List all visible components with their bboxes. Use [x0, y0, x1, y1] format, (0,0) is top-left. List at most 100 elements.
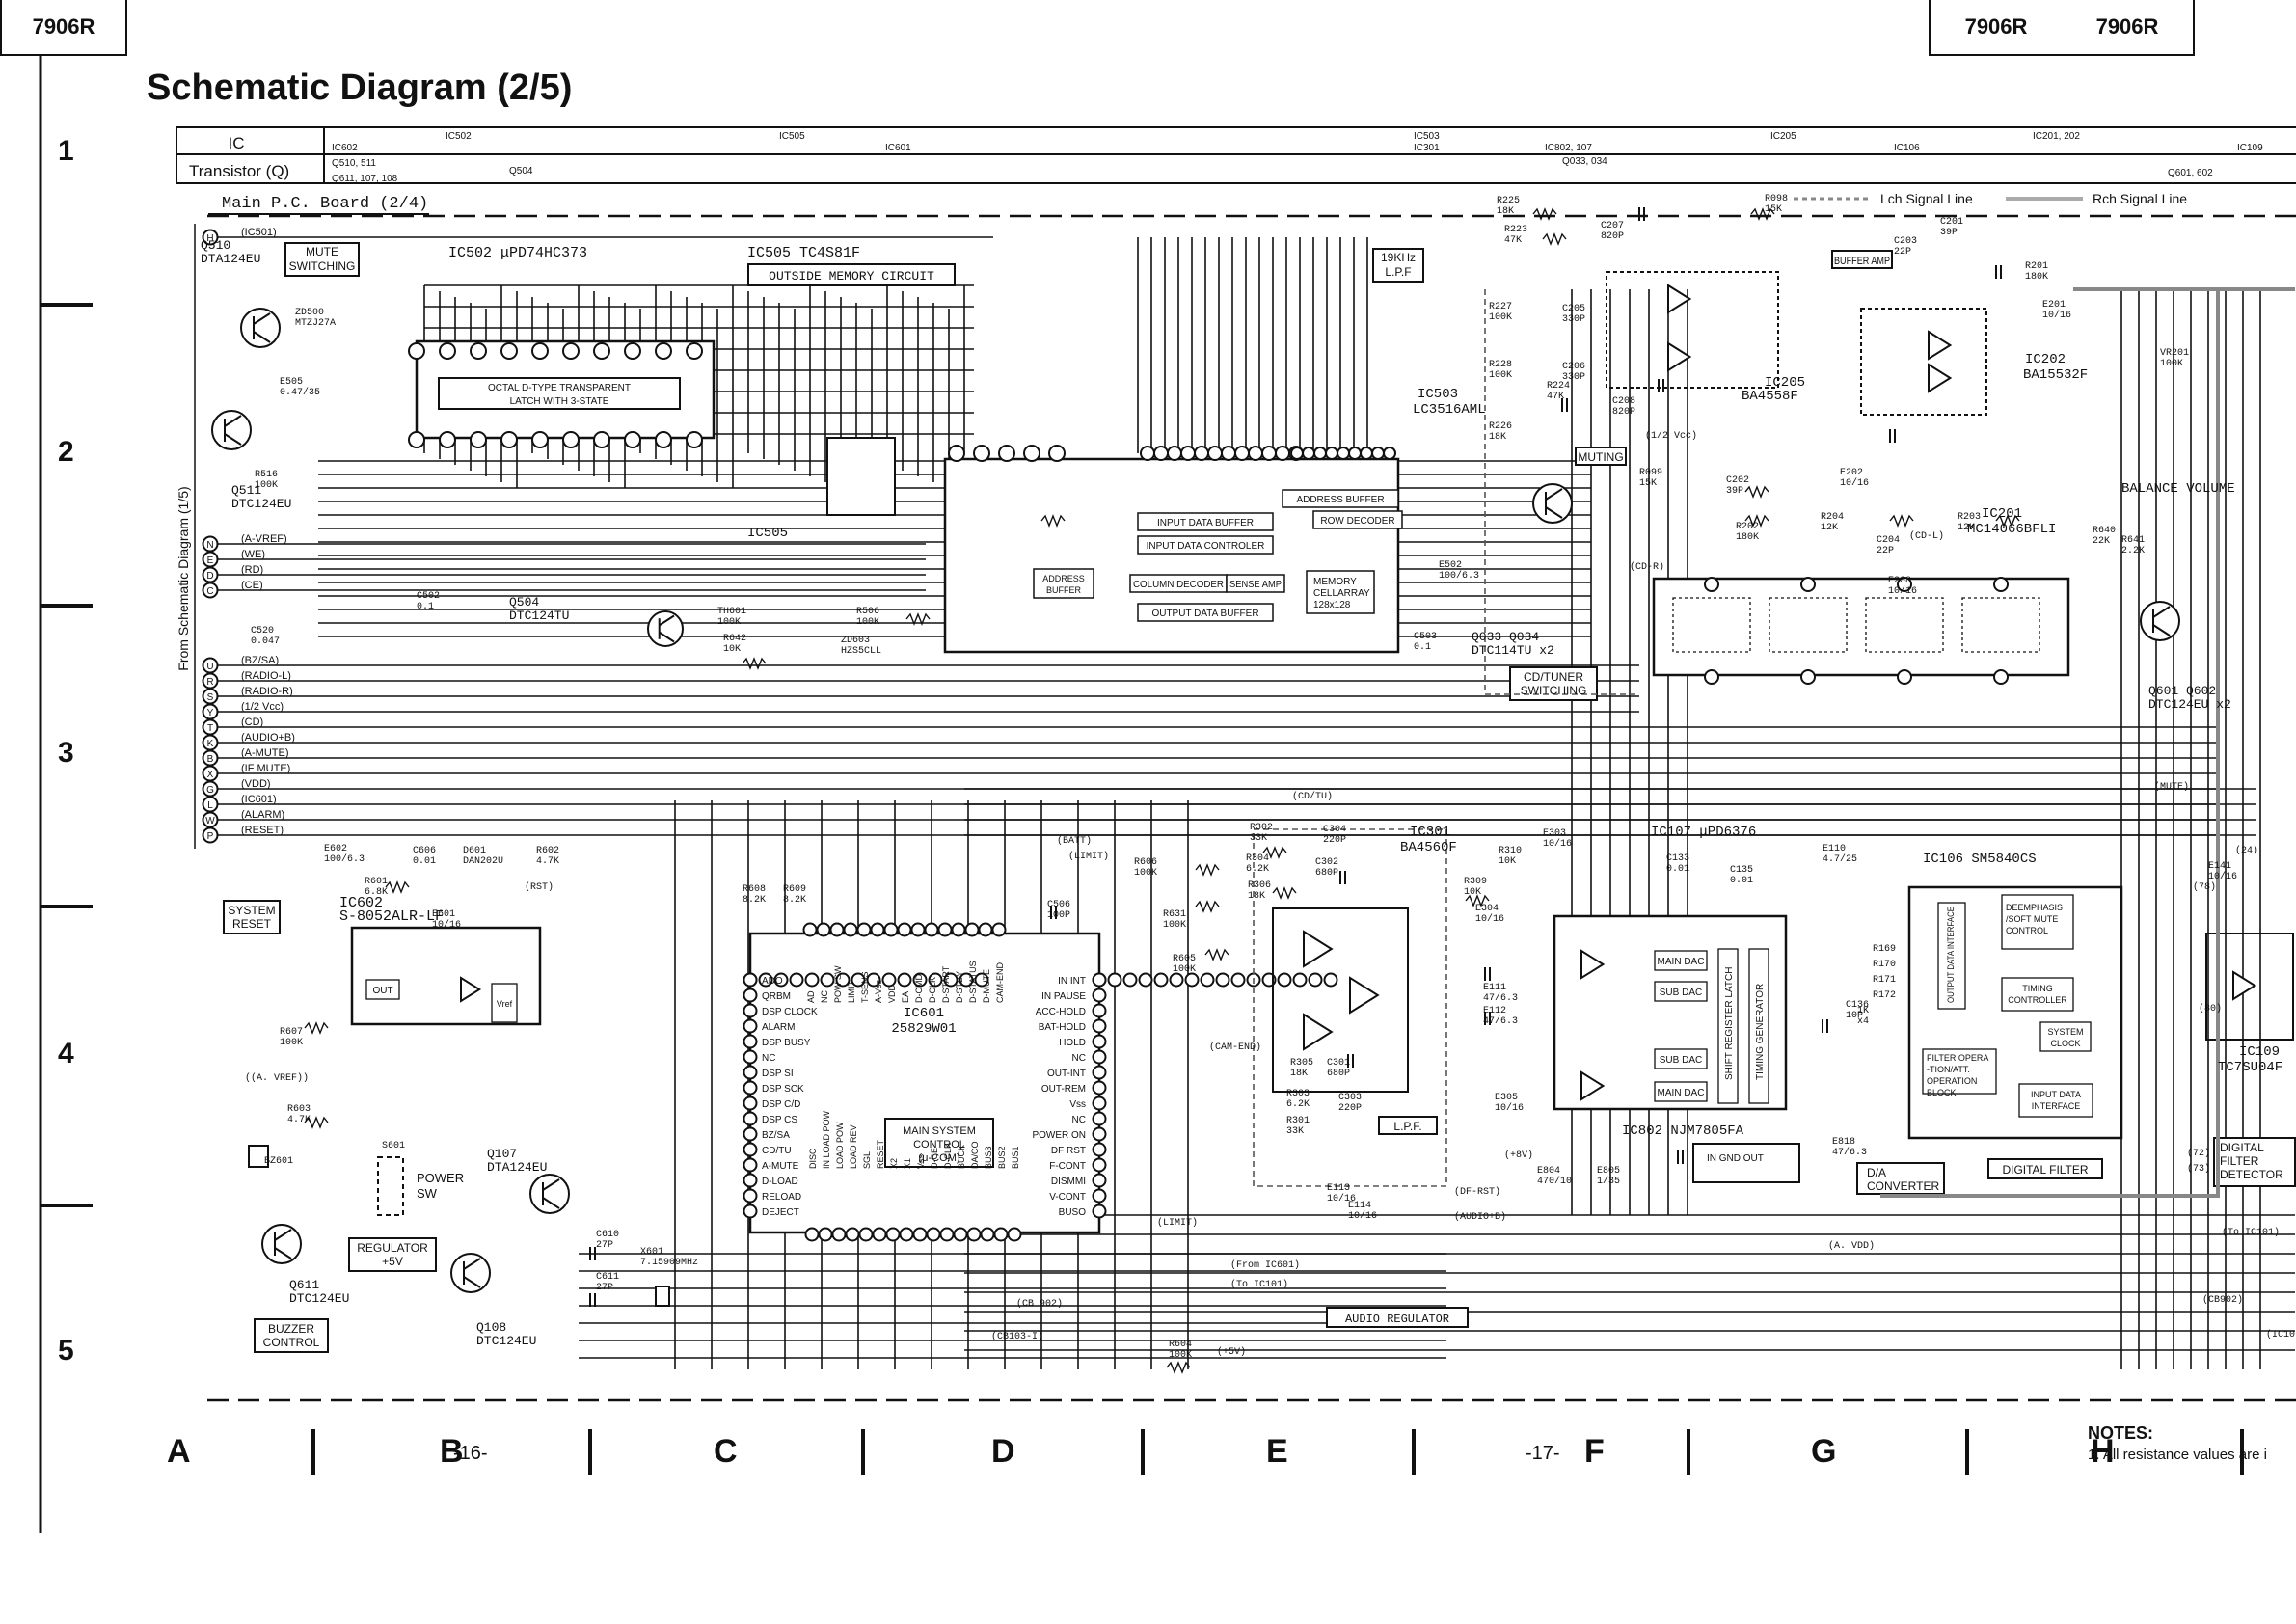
ic601-pin-label-left: DSP CS [762, 1115, 797, 1125]
component-shapes [39, 54, 2296, 1533]
ic601-pin [1122, 972, 1138, 988]
resistor-symbol [1166, 1361, 1191, 1374]
component-ref: VR201 [2160, 348, 2189, 359]
component-ref: E111 [1483, 983, 1506, 993]
balance-volume-label: BALANCE VOLUME [2121, 481, 2235, 497]
component-value: 27P [596, 1240, 613, 1251]
component-ref: E208 [1888, 576, 1911, 586]
ic601-pin-label-top: D-CLK [928, 977, 937, 1003]
header-ic-entry: IC505 [779, 131, 805, 142]
connector-pin-letter: H [206, 233, 213, 244]
component-ref: C506 [1047, 900, 1070, 910]
buzzer-control-label: BUZZER [268, 1322, 314, 1336]
header-ic-entry: IC106 [1894, 143, 1920, 153]
lch-signal-path [1484, 289, 1639, 695]
resistor-symbol [1995, 514, 2020, 528]
ic601-pin [910, 922, 926, 937]
ic503-pin [1337, 447, 1350, 460]
connector-net-label: (RADIO-R) [241, 686, 293, 697]
ic601-pin-label-top: D-MUTE [982, 969, 991, 1003]
connector-net-label: (A-MUTE) [241, 747, 289, 759]
connector-pin-letter: B [207, 754, 214, 765]
ic601-pin [928, 972, 943, 988]
ic601-pin-label-right: OUT-INT [1047, 1069, 1086, 1079]
component-ref: C203 [1894, 236, 1917, 247]
ic503-pin [1261, 446, 1277, 461]
ic601-pin [856, 922, 872, 937]
ic106-timing-controller [2001, 977, 2074, 1012]
component-value: MTZJ27A [295, 318, 336, 329]
component-value: 18K [1489, 432, 1506, 443]
ic601-pin [831, 1227, 847, 1242]
ic601-pin-label-left: QRBM [762, 991, 791, 1002]
ic503-block [943, 457, 1400, 654]
ic601-pin-label-bottom: DA/CO [970, 1141, 980, 1169]
connector-net-label: (AUDIO+B) [241, 732, 295, 744]
connector-net-label: (RESET) [241, 825, 284, 836]
ic601-pin [1230, 972, 1246, 988]
ic601-pin-right [1092, 1080, 1107, 1096]
ic601-pin-label-top: LIMIT [847, 980, 856, 1003]
crystal-x601 [655, 1286, 670, 1307]
regulator-box [348, 1237, 437, 1272]
connector-net-label: (IC601) [241, 794, 277, 805]
net-label: (BATT) [1057, 835, 1092, 847]
ic601-pin [843, 922, 858, 937]
ic106-deemphasis [2001, 894, 2074, 950]
transistor-collector [659, 614, 675, 627]
component-ref: E804 [1537, 1166, 1560, 1177]
transistor-symbol [647, 610, 684, 647]
ic601-pin [943, 972, 959, 988]
system-reset-label: SYSTEM [228, 904, 275, 917]
ic601-pin-label-right: OUT-REM [1041, 1084, 1086, 1095]
connector-pin-letter: Y [207, 708, 214, 718]
component-value: 0.01 [1730, 876, 1753, 886]
grid-col-label: C [714, 1433, 738, 1470]
connector-net-label: (ALARM) [241, 809, 284, 821]
ic502-pin [439, 342, 456, 360]
ic106-deemphasis-label: /SOFT MUTE [2006, 914, 2058, 924]
ic503-pin [1221, 446, 1236, 461]
ic601-pin-label-right: F-CONT [1049, 1161, 1086, 1172]
connector-net-label: (RD) [241, 564, 263, 576]
component-value: 4.7/25 [1823, 853, 1857, 865]
op-amp [460, 976, 482, 1003]
net-label: (RST) [525, 881, 554, 893]
ic503-label: IC503 [1418, 387, 1458, 402]
ic601-pin [1292, 972, 1308, 988]
net-label: (24) [2235, 845, 2258, 856]
ic601-pin-label-top: D-STBY [955, 971, 964, 1003]
ic503-pin [1207, 446, 1223, 461]
ic503-inner-label: SENSE AMP [1229, 580, 1282, 590]
grid-col-label: A [167, 1433, 191, 1470]
model-number: 7906R [1964, 14, 2028, 39]
component-value: 2.2K [2121, 546, 2145, 556]
ic202-block [1860, 308, 1987, 416]
grid-row-label: 5 [58, 1335, 74, 1367]
component-ref: R641 [2121, 535, 2145, 546]
transistor-ref: Q504 [509, 595, 539, 609]
ic601-pin-right [1092, 1003, 1107, 1018]
side-label: From Schematic Diagram (1/5) [176, 486, 191, 670]
component-ref: C208 [1612, 396, 1635, 407]
component-value: 10/16 [1348, 1210, 1377, 1222]
ic502-desc: LATCH WITH 3-STATE [510, 396, 609, 407]
component-ref: C133 [1666, 853, 1689, 864]
net-label: (MUTE) [2154, 781, 2189, 793]
component-ref: E818 [1832, 1137, 1855, 1148]
ic601-pin [993, 1227, 1009, 1242]
ic201-pin [1897, 669, 1912, 685]
transistor-symbol [240, 308, 281, 348]
resistor-symbol [1465, 894, 1490, 907]
ic201-pin [1897, 577, 1912, 592]
ic107-main-dac-bottom [1654, 1081, 1708, 1102]
component-ref: C502 [417, 591, 440, 602]
net-label: (CB902) [2202, 1294, 2243, 1306]
transistor-part: DTC124EU [476, 1334, 536, 1348]
transistor-emitter [224, 433, 242, 446]
switch-s601 [377, 1156, 404, 1216]
lch-signal-path [1253, 828, 1447, 1187]
header-q-entry: Q033, 034 [1562, 156, 1607, 167]
component-ref: E110 [1823, 844, 1846, 854]
regulator-label: REGULATOR [357, 1241, 428, 1255]
